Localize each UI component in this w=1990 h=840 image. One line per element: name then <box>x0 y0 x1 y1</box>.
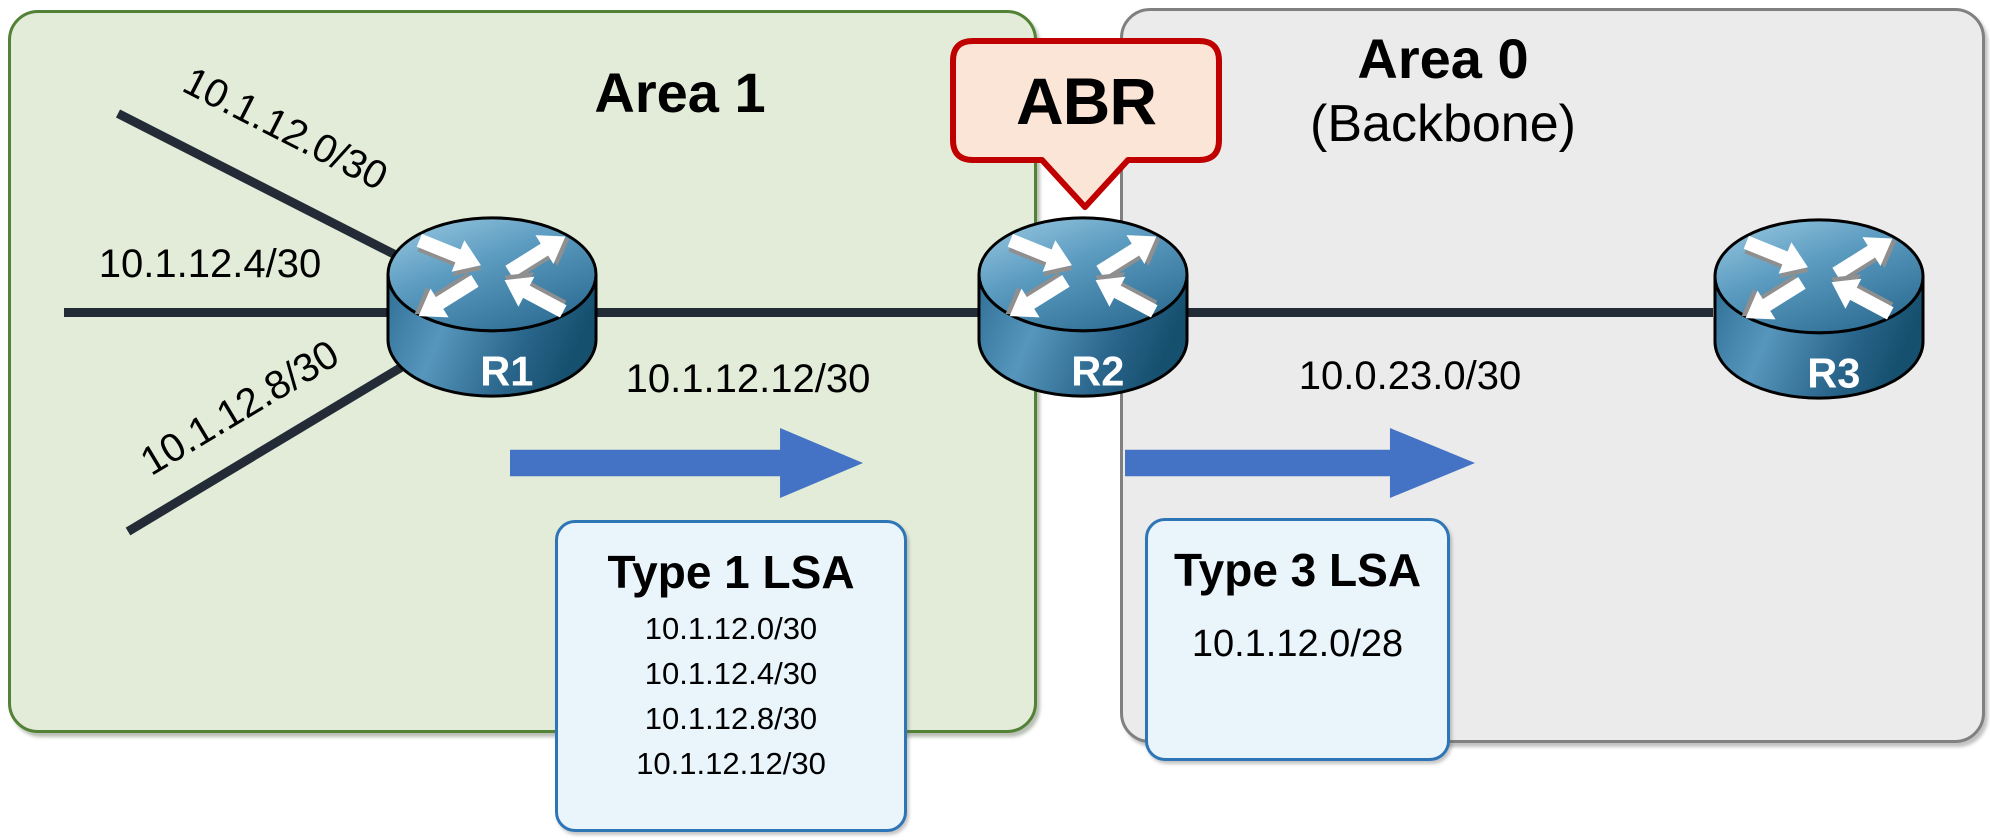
abr-callout: ABR <box>950 38 1222 210</box>
router-r2-label: R2 <box>1071 347 1124 394</box>
router-r1-label: R1 <box>480 347 533 394</box>
type3-lsa-box: Type 3 LSA 10.1.12.0/28 <box>1145 518 1450 761</box>
router-r2-icon: R2 <box>977 216 1189 398</box>
label-net-10-1-12-4: 10.1.12.4/30 <box>98 242 322 286</box>
type1-lsa-entries: 10.1.12.0/30 10.1.12.4/30 10.1.12.8/30 1… <box>558 607 904 787</box>
label-link-r1-r2: 10.1.12.12/30 <box>625 357 871 401</box>
area0-subtitle: (Backbone) <box>1310 95 1576 153</box>
type3-lsa-entries: 10.1.12.0/28 <box>1148 617 1447 672</box>
link-line-main <box>64 308 1713 317</box>
area0-title: Area 0 <box>1357 27 1529 90</box>
label-link-r2-r3: 10.0.23.0/30 <box>1298 354 1522 398</box>
lsa-entry: 10.1.12.4/30 <box>644 655 818 691</box>
area1-title: Area 1 <box>594 61 766 124</box>
abr-label: ABR <box>1016 64 1156 138</box>
lsa-entry: 10.1.12.12/30 <box>636 745 826 781</box>
type1-lsa-box: Type 1 LSA 10.1.12.0/30 10.1.12.4/30 10.… <box>555 520 907 832</box>
lsa-entry: 10.1.12.0/30 <box>644 611 818 646</box>
type1-lsa-title: Type 1 LSA <box>607 546 855 598</box>
lsa-entry: 10.1.12.8/30 <box>644 700 818 736</box>
lsa-entry: 10.1.12.0/28 <box>1191 623 1404 665</box>
router-r3-label: R3 <box>1807 349 1860 396</box>
router-r1-icon: R1 <box>386 216 598 398</box>
type3-lsa-title: Type 3 LSA <box>1173 544 1422 596</box>
router-r3-icon: R3 <box>1713 218 1925 400</box>
